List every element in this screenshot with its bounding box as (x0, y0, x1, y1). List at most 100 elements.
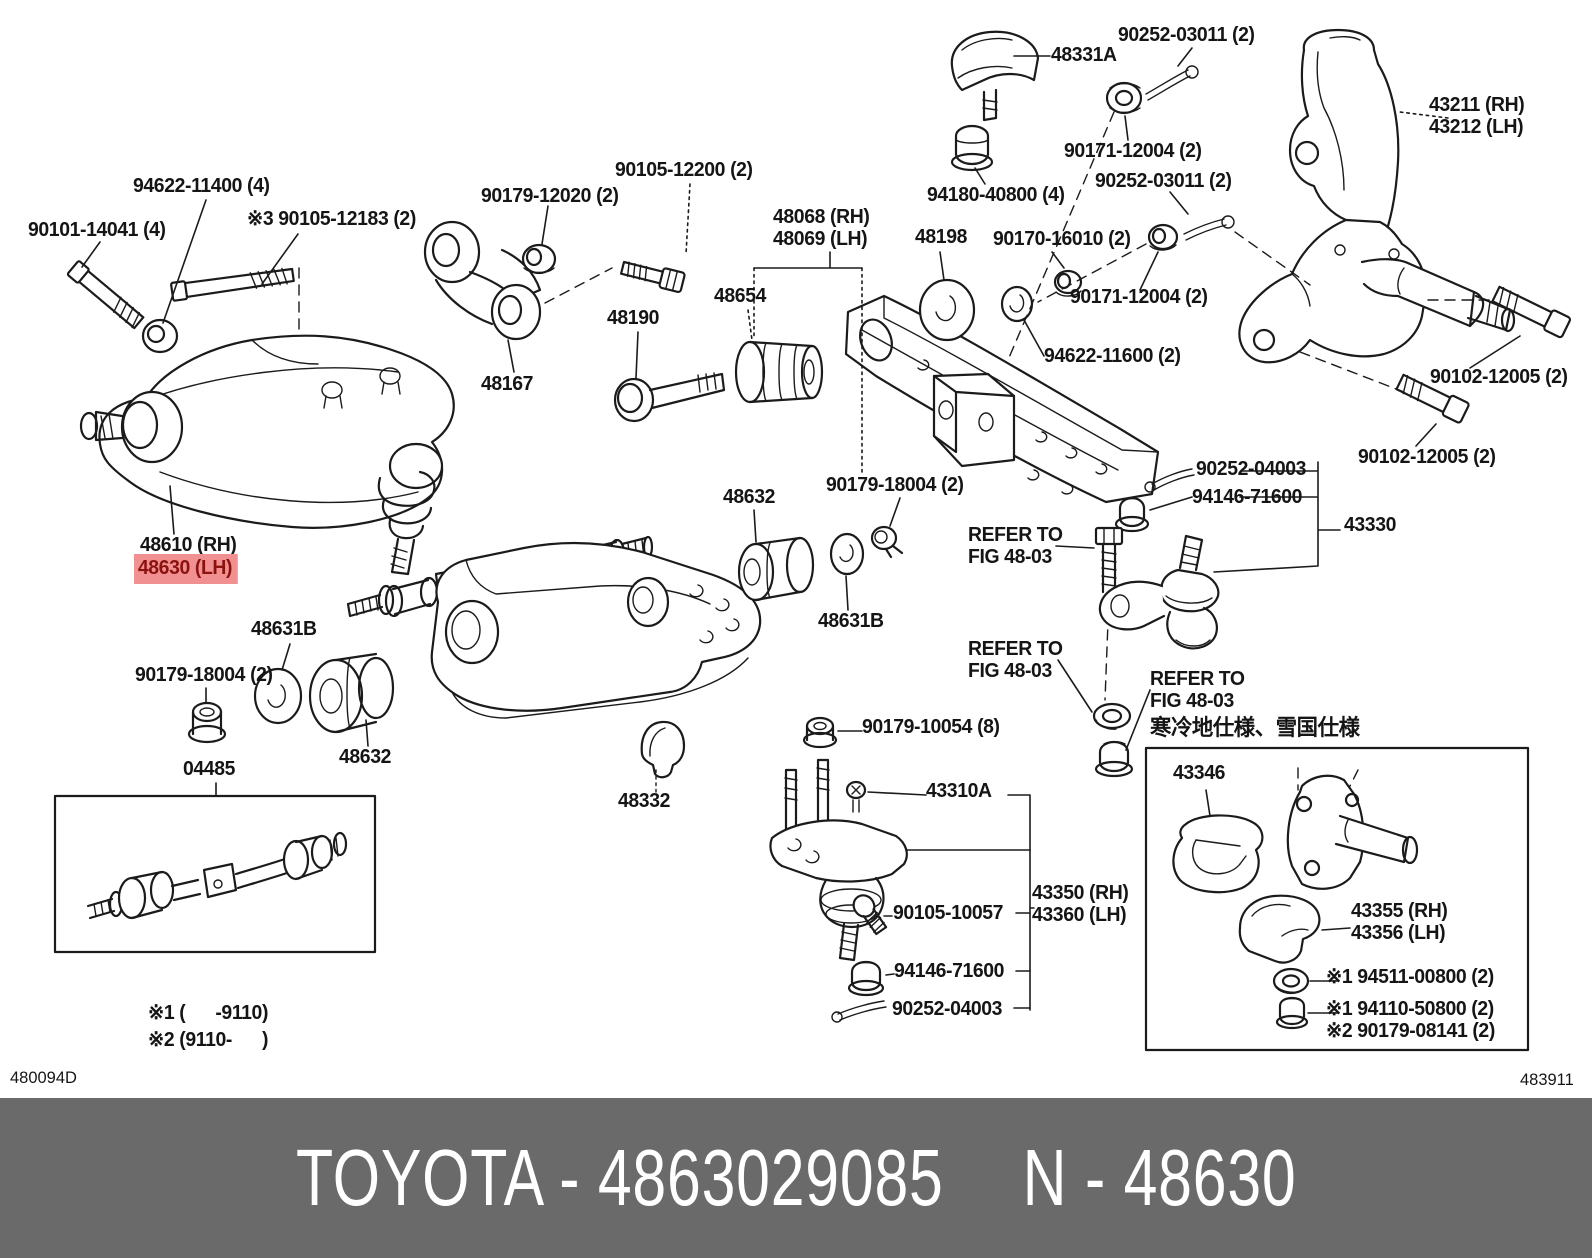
cotter-pin-90252-04003-b-drawing (831, 1000, 887, 1023)
part-label-90252-03011-a: 90252-03011 (2) (1118, 24, 1255, 46)
part-label-90170-16010: 90170-16010 (2) (993, 228, 1131, 250)
part-label-43211-43212: 43211 (RH) 43212 (LH) (1429, 94, 1525, 139)
nut-refer-fig-drawing (1094, 740, 1134, 778)
bolt-90105-10057-drawing (852, 894, 888, 936)
nut-94146-71600-b-drawing (847, 960, 885, 997)
cotter-pin-90252-04003-a-drawing (1144, 468, 1195, 493)
frame-bracket-48068-drawing (844, 294, 1160, 504)
footer-bar: TOYOTA - 4863029085 N - 48630 (0, 1098, 1592, 1258)
parts-diagram-line-art (53, 28, 1572, 1052)
part-label-48654: 48654 (714, 285, 767, 307)
part-label-refer-fig-1: REFER TO FIG 48-03 (968, 524, 1063, 569)
part-label-48632-a: 48632 (723, 486, 776, 508)
part-label-43355-43356: 43355 (RH) 43356 (LH) (1351, 900, 1448, 945)
washer-94511-drawing (1272, 967, 1310, 995)
label-layer: 94622-11400 (4) 90101-14041 (4) ※3 90105-1… (10, 24, 1574, 1089)
nut-94146-71600-a-drawing (1114, 496, 1150, 533)
part-label-43350-43360: 43350 (RH) 43360 (LH) (1032, 882, 1129, 927)
part-label-94622-11600: 94622-11600 (2) (1044, 345, 1181, 367)
part-label-90105-10057: 90105-10057 (893, 902, 1004, 924)
steering-knuckle-43211-drawing (1238, 28, 1516, 393)
cotter-pin-90252-03011-a-drawing (1145, 65, 1199, 101)
part-label-refer-fig-2: REFER TO FIG 48-03 (968, 638, 1063, 683)
leader-lines (81, 47, 1521, 1014)
part-label-48331a: 48331A (1051, 44, 1117, 66)
part-label-90102-12005-a: 90102-12005 (2) (1430, 366, 1568, 388)
part-label-94146-71600-a: 94146-71600 (1192, 486, 1303, 508)
part-label-90105-12183: ※3 90105-12183 (2) (247, 208, 416, 230)
part-label-94622-11400: 94622-11400 (4) (133, 175, 270, 197)
bolt-90102-12005-a-drawing (1491, 285, 1572, 339)
part-label-43346: 43346 (1173, 762, 1226, 784)
washer-48198-drawing (918, 278, 976, 342)
bushing-48654-drawing (734, 340, 824, 404)
ball-joint-43330-drawing (1098, 534, 1220, 650)
part-label-90252-04003-b: 90252-04003 (892, 998, 1003, 1020)
bushing-48632-a-drawing (737, 536, 815, 602)
part-label-43330: 43330 (1344, 514, 1397, 536)
link-48167-drawing (423, 220, 613, 341)
footer-text: TOYOTA - 4863029085 N - 48630 (296, 1132, 1297, 1224)
part-label-90252-04003-a: 90252-04003 (1196, 458, 1307, 480)
part-label-94110-50800: ※1 94110-50800 (2) (1326, 998, 1494, 1020)
nut-90179-10054-drawing (802, 716, 838, 749)
part-label-48198: 48198 (915, 226, 968, 248)
part-label-48632-b: 48632 (339, 746, 392, 768)
part-label-90252-03011-b: 90252-03011 (2) (1095, 170, 1232, 192)
bolt-90179-18004-a-drawing (870, 525, 904, 559)
part-label-90179-08141: ※2 90179-08141 (2) (1326, 1020, 1495, 1042)
part-label-48630: 48630 (LH) (134, 554, 238, 585)
bolt-90102-12005-b-drawing (1395, 373, 1470, 424)
part-label-94511-00800: ※1 94511-00800 (2) (1326, 966, 1494, 988)
bushing-48632-b-drawing (308, 652, 395, 734)
washer-refer-fig-drawing (1092, 702, 1132, 730)
washer-48631b-b-drawing (253, 667, 303, 725)
part-label-48190: 48190 (607, 307, 660, 329)
bolt-48190-drawing (613, 372, 726, 423)
part-label-48332: 48332 (618, 790, 671, 812)
bolt-90105-12200-drawing (619, 260, 686, 293)
part-label-code-bottom-left: 480094D (10, 1068, 77, 1087)
upper-control-arm-lh-drawing (430, 542, 762, 719)
part-label-90171-12004-a: 90171-12004 (2) (1064, 140, 1202, 162)
nut-90171-12004-a-drawing (1105, 81, 1143, 115)
knuckle-stub-drawing (1286, 767, 1419, 890)
part-label-90101-14041: 90101-14041 (4) (28, 219, 166, 241)
bolt-90101-drawing (66, 260, 179, 354)
variant-box (1144, 746, 1530, 1052)
cover-43355-drawing (1238, 894, 1321, 964)
part-label-94180-40800: 94180-40800 (4) (927, 184, 1065, 206)
bump-stop-48332-drawing (640, 720, 686, 793)
part-label-04485: 04485 (183, 758, 236, 780)
nut-94180-40800-drawing (950, 124, 994, 172)
part-label-variant-title: 寒冷地仕様、雪国仕様 (1150, 715, 1360, 740)
nut-90171-12004-b-drawing (1147, 223, 1179, 251)
screw-43310a-drawing (845, 780, 867, 813)
part-label-90105-12200: 90105-12200 (2) (615, 159, 753, 181)
part-label-48610: 48610 (RH) (140, 534, 237, 556)
part-label-refer-fig-3: REFER TO FIG 48-03 (1150, 668, 1245, 713)
part-label-90179-18004-b: 90179-18004 (2) (135, 664, 273, 686)
footer-catalog-number: N - 48630 (1022, 1133, 1297, 1222)
nut-94110-drawing (1275, 996, 1309, 1030)
part-label-94146-71600-b: 94146-71600 (894, 960, 1005, 982)
part-label-code-bottom-right: 483911 (1520, 1070, 1574, 1089)
nut-90179-12020-drawing (521, 243, 557, 275)
ball-joint-43310a-drawing (769, 758, 908, 962)
part-label-48631b-a: 48631B (818, 610, 884, 632)
nut-90179-18004-b-drawing (187, 701, 227, 744)
cotter-pin-90252-03011-b-drawing (1183, 215, 1235, 241)
washer-48631b-a-drawing (829, 532, 865, 576)
part-label-48631b-b: 48631B (251, 618, 317, 640)
part-label-43310a: 43310A (926, 780, 992, 802)
part-label-48068-48069: 48068 (RH) 48069 (LH) (773, 206, 870, 251)
part-label-48167: 48167 (481, 373, 534, 395)
part-label-90179-12020: 90179-12020 (2) (481, 185, 619, 207)
part-label-90179-10054: 90179-10054 (8) (862, 716, 1000, 738)
clamp-48331a-drawing (950, 30, 1040, 122)
washer-43346-drawing (1172, 814, 1264, 894)
footer-brand-part-number: TOYOTA - 4863029085 (295, 1133, 944, 1222)
part-label-90171-12004-b: 90171-12004 (2) (1070, 286, 1208, 308)
part-label-note-2: ※2 (9110- ) (148, 1029, 269, 1051)
